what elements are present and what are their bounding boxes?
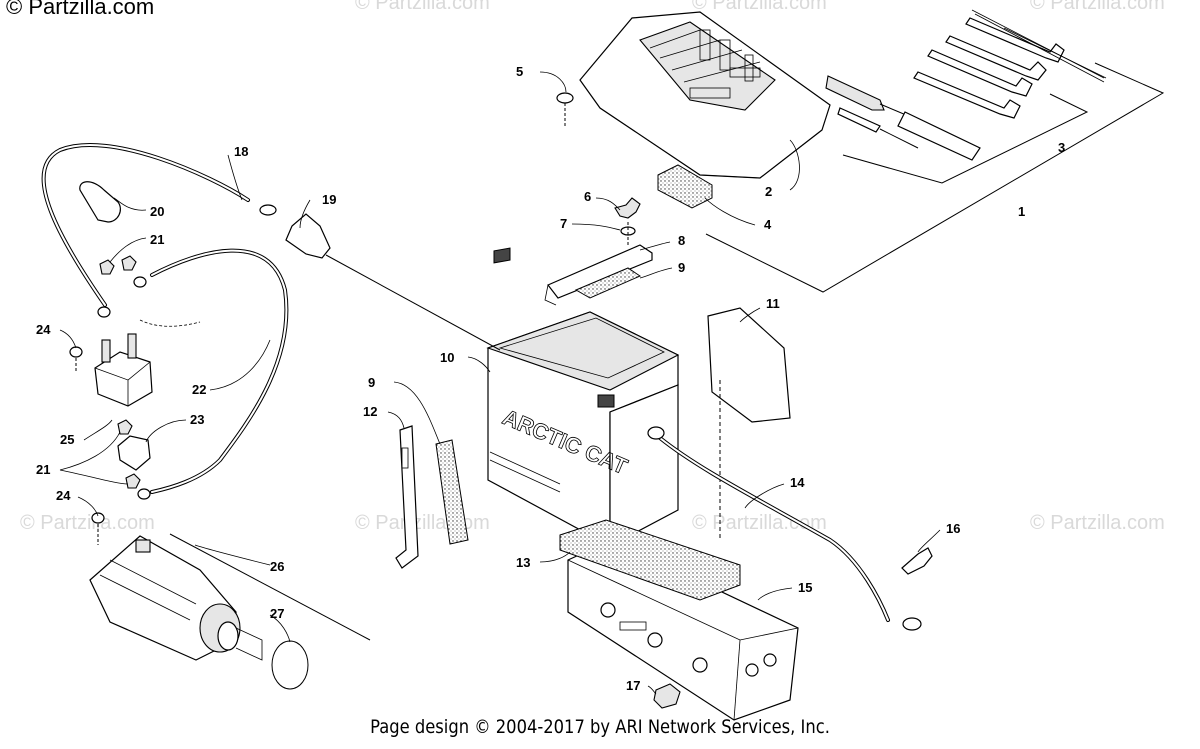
partzilla-corner-watermark: © Partzilla.com [6, 0, 155, 19]
callout-24-top: 24 [36, 322, 51, 337]
callout-6: 6 [584, 189, 591, 204]
battery-strap [544, 244, 653, 306]
battery-label-sticker [707, 307, 791, 423]
callout-17: 17 [626, 678, 640, 693]
tool-kit [825, 9, 1107, 161]
callout-11: 11 [766, 296, 780, 311]
callout-13: 13 [516, 555, 530, 570]
callout-12: 12 [363, 404, 377, 419]
group-bracket-1 [705, 62, 1165, 293]
callout-21-top: 21 [150, 232, 164, 247]
callout-numbers: 1 2 3 4 5 6 7 8 9 9 10 11 12 13 14 15 16… [36, 64, 1065, 693]
tray-foam [657, 164, 713, 209]
tool-tray [579, 11, 831, 179]
callout-3: 3 [1058, 140, 1065, 155]
callout-2: 2 [765, 184, 772, 199]
callout-9-side: 9 [368, 375, 375, 390]
leader-line [169, 533, 371, 641]
flange-nut [653, 683, 681, 709]
watermark: © Partzilla.com [1030, 0, 1165, 14]
callout-23: 23 [190, 412, 204, 427]
callout-27: 27 [270, 606, 284, 621]
screw [556, 92, 574, 126]
callout-20: 20 [150, 204, 164, 219]
callout-26: 26 [270, 559, 284, 574]
callout-19: 19 [322, 192, 336, 207]
washer [620, 222, 636, 245]
battery-cable-negative [647, 426, 922, 631]
callout-21-bottom: 21 [36, 462, 50, 477]
starter-solenoid [94, 319, 201, 407]
group-bracket-3 [842, 93, 1089, 184]
screw [69, 346, 105, 545]
watermark: © Partzilla.com [355, 0, 490, 14]
o-ring [271, 640, 309, 690]
wing-nut [614, 197, 641, 219]
callout-24-bottom: 24 [56, 488, 71, 503]
callout-1: 1 [1018, 204, 1025, 219]
callout-9-top: 9 [678, 260, 685, 275]
callout-4: 4 [764, 217, 772, 232]
watermark: © Partzilla.com [1030, 512, 1165, 534]
nut [99, 255, 141, 489]
leader-line [325, 254, 501, 351]
battery-bottom-foam [559, 519, 741, 601]
terminal-boot [117, 435, 151, 471]
callout-7: 7 [560, 216, 567, 231]
callout-8: 8 [678, 233, 685, 248]
solenoid-to-starter-cable [133, 248, 289, 500]
callout-5: 5 [516, 64, 523, 79]
bolt [901, 547, 933, 575]
callout-18: 18 [234, 144, 248, 159]
watermark: © Partzilla.com [20, 512, 155, 534]
callout-10: 10 [440, 350, 454, 365]
terminal-boot [285, 213, 331, 259]
callout-16: 16 [946, 521, 960, 536]
hold-down-bracket [395, 425, 419, 569]
side-foam-pad [435, 439, 469, 545]
callout-22: 22 [192, 382, 206, 397]
battery: ARCTIC CAT [486, 247, 680, 548]
watermark: © Partzilla.com [692, 0, 827, 14]
battery-foam-pad [574, 267, 642, 299]
callout-14: 14 [790, 475, 805, 490]
callout-25: 25 [60, 432, 74, 447]
terminal-boot [79, 181, 121, 223]
leader-lines [59, 71, 941, 695]
starter-motor [89, 535, 263, 661]
callout-15: 15 [798, 580, 812, 595]
starter-cable [41, 143, 277, 318]
copyright-footer: Page design © 2004-2017 by ARI Network S… [370, 716, 830, 738]
